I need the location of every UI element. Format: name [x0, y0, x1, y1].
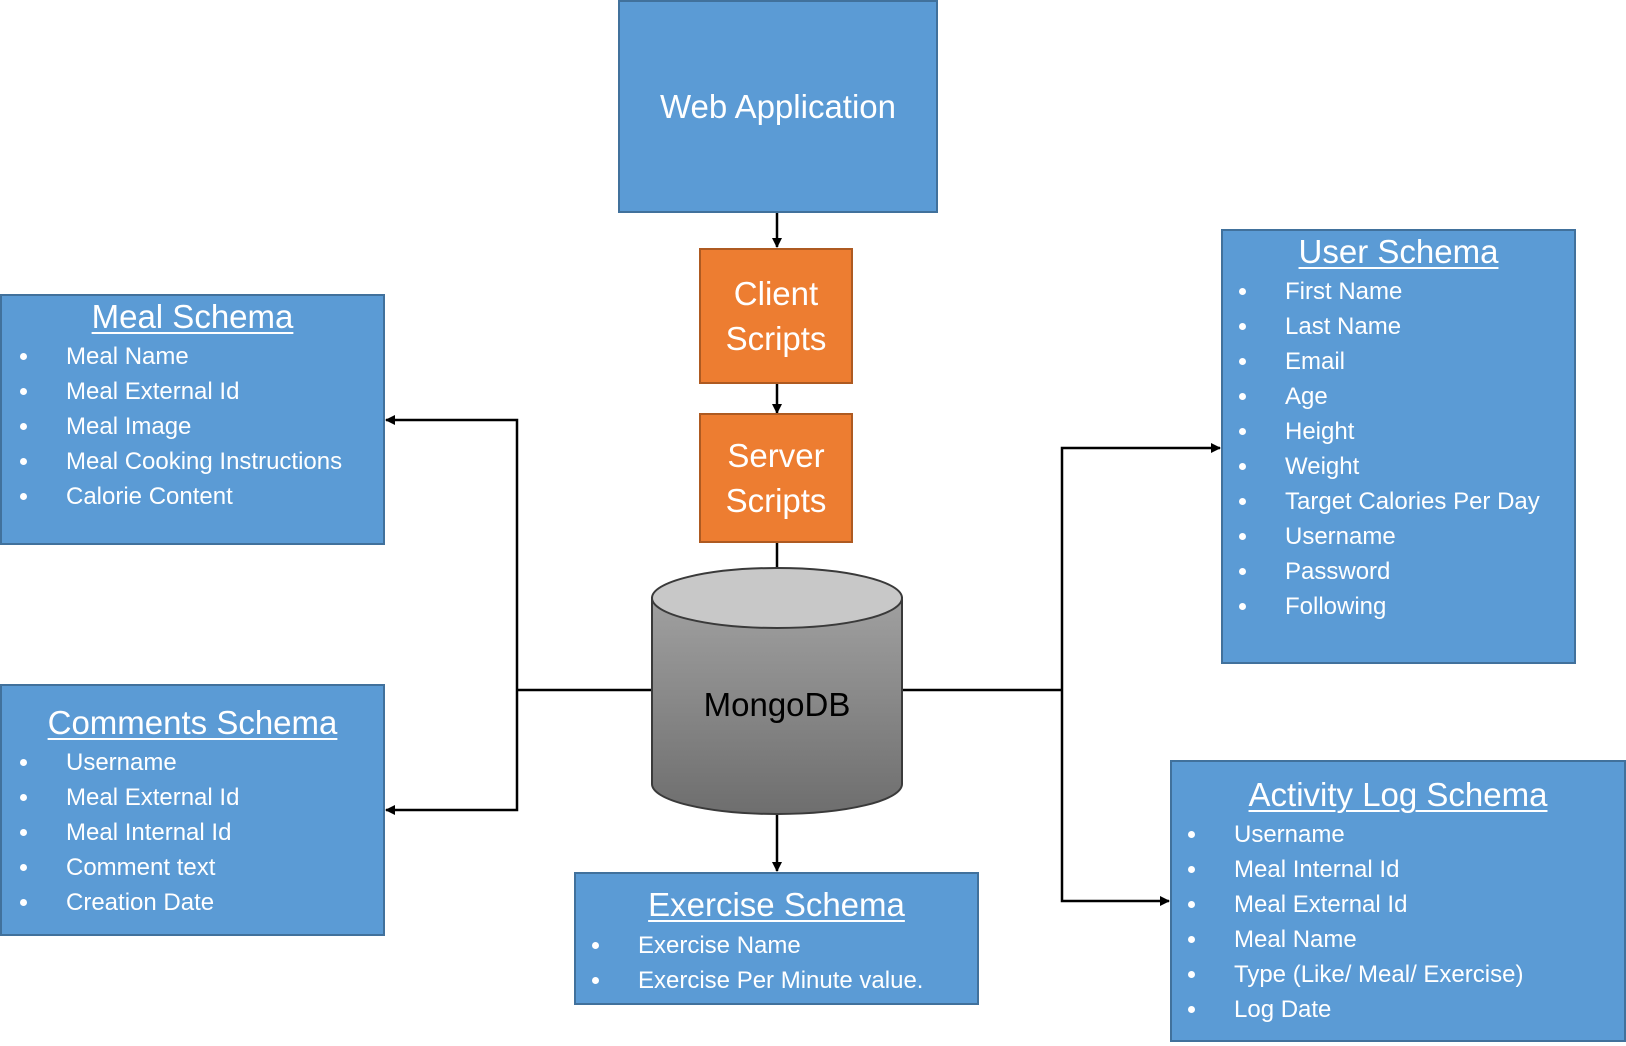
- exercise-schema-box: Exercise Schema Exercise Name Exercise P…: [574, 872, 979, 1005]
- bullet-icon: [20, 493, 27, 500]
- comments-schema-box: Comments Schema Username Meal External I…: [0, 684, 385, 936]
- bullet-icon: [1239, 603, 1246, 610]
- bullet-icon: [1188, 831, 1195, 838]
- comments-schema-field: Comment text: [20, 850, 239, 885]
- client-scripts-label: Client Scripts: [725, 275, 827, 357]
- web-application-label: Web Application: [659, 88, 897, 125]
- bullet-icon: [20, 458, 27, 465]
- user-schema-field: Username: [1239, 519, 1540, 554]
- client-scripts-box: Client Scripts: [699, 248, 853, 384]
- meal-schema-title: Meal Schema: [91, 298, 294, 335]
- activity-log-schema-field: Username: [1188, 817, 1523, 852]
- bullet-icon: [20, 794, 27, 801]
- activity-log-schema-field: Type (Like/ Meal/ Exercise): [1188, 957, 1523, 992]
- comments-schema-field: Creation Date: [20, 885, 239, 920]
- activity-log-schema-field: Meal External Id: [1188, 887, 1523, 922]
- user-schema-field: First Name: [1239, 274, 1540, 309]
- bullet-icon: [20, 864, 27, 871]
- bullet-icon: [1239, 533, 1246, 540]
- mongodb-label: MongoDB: [703, 686, 851, 723]
- meal-schema-field: Meal External Id: [20, 374, 342, 409]
- user-schema-field: Target Calories Per Day: [1239, 484, 1540, 519]
- bullet-icon: [1188, 971, 1195, 978]
- arrow-mongodb-to-meal: [385, 415, 519, 690]
- meal-schema-field: Meal Name: [20, 339, 342, 374]
- arrow-mongodb-to-comments: [385, 690, 519, 815]
- bullet-icon: [1188, 901, 1195, 908]
- meal-schema-field-list: Meal Name Meal External Id Meal Image Me…: [20, 339, 342, 514]
- bullet-icon: [1239, 323, 1246, 330]
- bullet-icon: [20, 899, 27, 906]
- bullet-icon: [1239, 463, 1246, 470]
- user-schema-field: Age: [1239, 379, 1540, 414]
- arrow-mongodb-to-user: [1060, 443, 1221, 690]
- activity-log-schema-field: Log Date: [1188, 992, 1523, 1027]
- bullet-icon: [20, 388, 27, 395]
- activity-log-schema-field-list: Username Meal Internal Id Meal External …: [1188, 817, 1523, 1027]
- exercise-schema-field-list: Exercise Name Exercise Per Minute value.: [592, 928, 923, 998]
- user-schema-field: Weight: [1239, 449, 1540, 484]
- bullet-icon: [20, 829, 27, 836]
- bullet-icon: [20, 423, 27, 430]
- exercise-schema-title: Exercise Schema: [648, 886, 905, 923]
- user-schema-field: Password: [1239, 554, 1540, 589]
- activity-log-schema-field: Meal Name: [1188, 922, 1523, 957]
- user-schema-title: User Schema: [1298, 233, 1499, 270]
- bullet-icon: [592, 977, 599, 984]
- bullet-icon: [1188, 936, 1195, 943]
- user-schema-field: Height: [1239, 414, 1540, 449]
- activity-log-schema-field: Meal Internal Id: [1188, 852, 1523, 887]
- meal-schema-field: Meal Image: [20, 409, 342, 444]
- user-schema-box: User Schema First Name Last Name Email A…: [1221, 229, 1576, 664]
- bullet-icon: [1239, 568, 1246, 575]
- user-schema-field-list: First Name Last Name Email Age Height We…: [1239, 274, 1540, 624]
- web-application-box: Web Application: [618, 0, 938, 213]
- comments-schema-field-list: Username Meal External Id Meal Internal …: [20, 745, 239, 920]
- user-schema-field: Last Name: [1239, 309, 1540, 344]
- bullet-icon: [1188, 1006, 1195, 1013]
- exercise-schema-field: Exercise Per Minute value.: [592, 963, 923, 998]
- arrow-mongodb-to-activity-log: [1060, 690, 1170, 906]
- bullet-icon: [592, 942, 599, 949]
- bullet-icon: [1239, 393, 1246, 400]
- activity-log-schema-title: Activity Log Schema: [1248, 776, 1548, 813]
- comments-schema-field: Meal Internal Id: [20, 815, 239, 850]
- user-schema-field: Following: [1239, 589, 1540, 624]
- activity-log-schema-box: Activity Log Schema Username Meal Intern…: [1170, 760, 1626, 1042]
- meal-schema-field: Meal Cooking Instructions: [20, 444, 342, 479]
- bullet-icon: [20, 353, 27, 360]
- comments-schema-field: Username: [20, 745, 239, 780]
- bullet-icon: [1239, 288, 1246, 295]
- bullet-icon: [1239, 498, 1246, 505]
- bullet-icon: [1239, 428, 1246, 435]
- bullet-icon: [20, 759, 27, 766]
- bullet-icon: [1239, 358, 1246, 365]
- meal-schema-box: Meal Schema Meal Name Meal External Id M…: [0, 294, 385, 545]
- comments-schema-field: Meal External Id: [20, 780, 239, 815]
- exercise-schema-field: Exercise Name: [592, 928, 923, 963]
- server-scripts-label: Server Scripts: [725, 437, 827, 519]
- server-scripts-box: Server Scripts: [699, 413, 853, 543]
- comments-schema-title: Comments Schema: [47, 704, 338, 741]
- meal-schema-field: Calorie Content: [20, 479, 342, 514]
- bullet-icon: [1188, 866, 1195, 873]
- user-schema-field: Email: [1239, 344, 1540, 379]
